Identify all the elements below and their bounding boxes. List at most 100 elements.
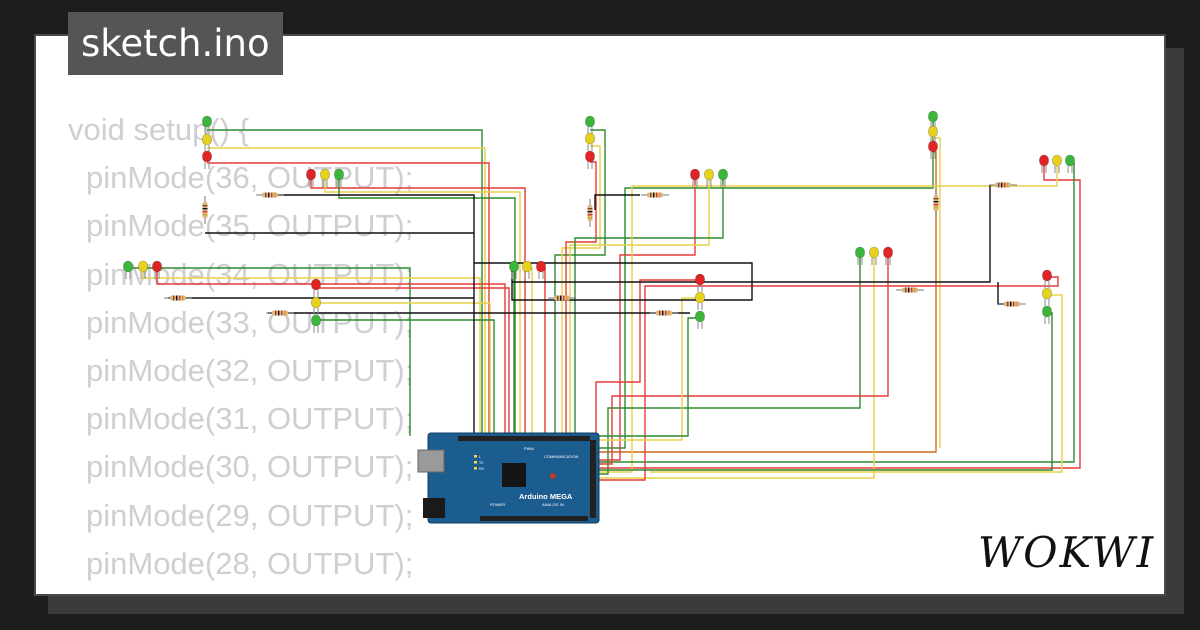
resistor[interactable] bbox=[554, 295, 570, 301]
led[interactable] bbox=[202, 133, 212, 152]
resistor[interactable] bbox=[656, 310, 672, 316]
wire[interactable] bbox=[474, 262, 753, 301]
wire[interactable] bbox=[598, 163, 1081, 469]
resistor[interactable] bbox=[1004, 301, 1020, 307]
resistor-band bbox=[173, 295, 175, 301]
led[interactable] bbox=[869, 246, 879, 265]
resistor-band bbox=[659, 192, 661, 198]
resistor-band bbox=[587, 217, 593, 219]
wire[interactable] bbox=[598, 276, 1059, 481]
wire[interactable] bbox=[128, 267, 411, 436]
resistor[interactable] bbox=[262, 192, 278, 198]
led-body bbox=[695, 273, 705, 286]
reset-button[interactable] bbox=[550, 473, 556, 479]
led[interactable] bbox=[202, 150, 212, 169]
wire[interactable] bbox=[650, 294, 1063, 473]
led[interactable] bbox=[152, 260, 162, 279]
digital-header-top bbox=[458, 436, 590, 441]
resistor-band bbox=[281, 310, 283, 316]
wire[interactable] bbox=[207, 129, 483, 436]
led[interactable] bbox=[202, 115, 212, 134]
led[interactable] bbox=[585, 150, 595, 169]
resistor[interactable] bbox=[272, 310, 288, 316]
led[interactable] bbox=[311, 314, 321, 333]
wire[interactable] bbox=[574, 175, 724, 436]
led[interactable] bbox=[1042, 269, 1052, 288]
wire[interactable] bbox=[598, 297, 700, 441]
wire[interactable] bbox=[207, 147, 486, 436]
wire[interactable] bbox=[598, 253, 861, 475]
resistor[interactable] bbox=[170, 295, 186, 301]
resistor-band bbox=[1004, 182, 1006, 188]
wire[interactable] bbox=[156, 268, 506, 436]
led[interactable] bbox=[690, 168, 700, 187]
wire[interactable] bbox=[569, 175, 710, 436]
led[interactable] bbox=[695, 291, 705, 310]
wire[interactable] bbox=[527, 267, 533, 436]
wire[interactable] bbox=[541, 267, 546, 436]
led[interactable] bbox=[695, 310, 705, 329]
wokwi-logo: WOKWI bbox=[978, 528, 1156, 577]
resistor-band bbox=[911, 287, 913, 293]
led[interactable] bbox=[585, 132, 595, 151]
led-body bbox=[928, 110, 938, 123]
wire[interactable] bbox=[142, 268, 481, 436]
led[interactable] bbox=[1065, 154, 1075, 173]
resistor-band bbox=[179, 295, 181, 301]
resistor-band bbox=[933, 204, 939, 206]
led[interactable] bbox=[123, 260, 133, 279]
wire[interactable] bbox=[598, 253, 875, 479]
code-background: void setup() {pinMode(36, OUTPUT);pinMod… bbox=[68, 106, 413, 594]
led[interactable] bbox=[695, 273, 705, 292]
resistor[interactable] bbox=[202, 202, 208, 218]
led[interactable] bbox=[883, 246, 893, 265]
wire[interactable] bbox=[316, 302, 491, 436]
led[interactable] bbox=[522, 260, 532, 279]
wire[interactable] bbox=[595, 279, 700, 440]
wire[interactable] bbox=[262, 194, 475, 436]
wire[interactable] bbox=[598, 312, 1053, 471]
wire[interactable] bbox=[598, 253, 889, 465]
resistor[interactable] bbox=[647, 192, 663, 198]
led[interactable] bbox=[1052, 154, 1062, 173]
led[interactable] bbox=[585, 115, 595, 134]
wire[interactable] bbox=[598, 122, 934, 449]
led-body bbox=[311, 278, 321, 291]
resistor[interactable] bbox=[587, 205, 593, 221]
file-tab[interactable]: sketch.ino bbox=[68, 12, 283, 75]
resistor[interactable] bbox=[902, 287, 918, 293]
led[interactable] bbox=[334, 168, 344, 187]
wire[interactable] bbox=[554, 129, 606, 436]
resistor[interactable] bbox=[995, 182, 1011, 188]
led[interactable] bbox=[311, 278, 321, 297]
resistor[interactable] bbox=[933, 195, 939, 211]
led[interactable] bbox=[509, 260, 519, 279]
led[interactable] bbox=[311, 296, 321, 315]
led[interactable] bbox=[928, 140, 938, 159]
led[interactable] bbox=[1039, 154, 1049, 173]
led[interactable] bbox=[855, 246, 865, 265]
wire[interactable] bbox=[598, 317, 700, 437]
led[interactable] bbox=[320, 168, 330, 187]
resistor-band bbox=[265, 192, 267, 198]
led[interactable] bbox=[536, 260, 546, 279]
led[interactable] bbox=[138, 260, 148, 279]
wire[interactable] bbox=[920, 185, 991, 283]
led[interactable] bbox=[1042, 305, 1052, 324]
wire[interactable] bbox=[324, 176, 521, 436]
resistor-band bbox=[668, 310, 670, 316]
led[interactable] bbox=[704, 168, 714, 187]
wire[interactable] bbox=[338, 176, 516, 436]
wire[interactable] bbox=[207, 162, 490, 436]
wire[interactable] bbox=[594, 194, 640, 210]
led[interactable] bbox=[718, 168, 728, 187]
wire[interactable] bbox=[598, 163, 1058, 473]
wire[interactable] bbox=[310, 176, 526, 436]
led[interactable] bbox=[1042, 287, 1052, 306]
wire[interactable] bbox=[316, 319, 495, 436]
wire[interactable] bbox=[561, 145, 601, 436]
resistor-band bbox=[176, 295, 178, 301]
wire[interactable] bbox=[565, 161, 597, 436]
led[interactable] bbox=[306, 168, 316, 187]
